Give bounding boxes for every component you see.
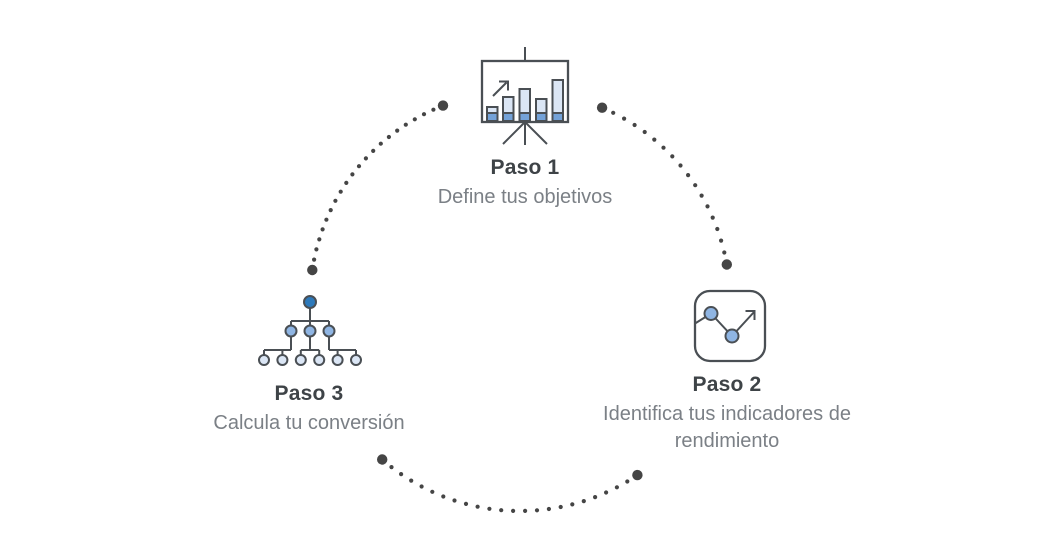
- arc-dot: [693, 183, 698, 188]
- conversion-tree-icon: [258, 295, 362, 366]
- arc-dot: [642, 129, 647, 135]
- step-paso-2: Paso 2 Identifica tus indicadores de ren…: [595, 372, 859, 455]
- arc-dot: [523, 508, 528, 513]
- arc-dot: [378, 141, 383, 146]
- arc-dot: [632, 122, 637, 128]
- arc-dot: [328, 208, 333, 213]
- arc-dot: [510, 508, 516, 513]
- arc-dot: [320, 227, 325, 232]
- arc-dot: [686, 173, 691, 178]
- arc-dot: [534, 508, 540, 513]
- step-subtitle: Calcula tu conversión: [213, 412, 405, 434]
- arc-dot: [632, 469, 643, 481]
- step-title: Paso 2: [692, 373, 762, 396]
- arc-dot: [409, 478, 414, 483]
- arc-dot: [570, 502, 575, 507]
- arc-dot: [581, 499, 586, 504]
- arc-dot: [403, 122, 408, 127]
- arc-dot: [705, 204, 710, 209]
- arc-dot: [499, 508, 504, 513]
- arc-dot: [441, 494, 446, 499]
- arc-dot: [412, 117, 417, 122]
- arc-dot: [721, 259, 732, 270]
- step-paso-1: Paso 1 Define tus objetivos: [365, 155, 685, 211]
- arc-dot: [431, 107, 436, 112]
- arc-dot: [312, 257, 317, 262]
- step-subtitle: Identifica tus indicadores de rendimient…: [603, 403, 851, 452]
- arc-dot: [377, 454, 388, 465]
- arc-dot: [386, 134, 391, 140]
- step-subtitle: Define tus objetivos: [437, 186, 613, 208]
- arc-dot: [452, 498, 457, 503]
- step-title: Paso 3: [274, 382, 344, 405]
- arc-dot: [487, 506, 492, 511]
- arc-dot: [614, 485, 620, 490]
- arc-dot: [430, 489, 435, 494]
- arc-dot: [546, 506, 552, 512]
- arc-dot: [604, 490, 609, 495]
- step-title: Paso 1: [490, 156, 560, 179]
- arc-dot: [710, 215, 715, 220]
- arc-dot: [463, 501, 469, 506]
- arc-dot: [314, 247, 319, 252]
- arc-dot: [719, 238, 724, 243]
- arc-dot: [722, 250, 727, 255]
- arc-dot: [625, 479, 630, 484]
- arc-dot: [699, 193, 704, 198]
- arc-dot: [670, 154, 675, 159]
- arc-dot: [437, 100, 449, 111]
- arc-dot: [371, 148, 376, 153]
- arc-dot: [363, 156, 368, 161]
- arc-dot: [678, 163, 683, 168]
- step-paso-3: Paso 3 Calcula tu conversión: [149, 381, 469, 437]
- arc-dot: [558, 504, 563, 510]
- arc-dot: [395, 128, 400, 133]
- arc-dot: [715, 226, 720, 232]
- arc-dot: [324, 217, 329, 222]
- arc-dot: [622, 116, 627, 121]
- arc-dot: [399, 472, 404, 477]
- arc-dot: [593, 495, 598, 500]
- arc-dot: [356, 164, 362, 169]
- arc-dot: [475, 504, 480, 509]
- arc-dot: [389, 465, 394, 470]
- arc-dot: [596, 102, 608, 113]
- arc-dot: [421, 112, 427, 117]
- arc-dot: [661, 145, 666, 150]
- arc-dot: [652, 137, 657, 142]
- arc-dot: [333, 198, 338, 203]
- arc-dot: [350, 172, 355, 177]
- line-chart-arrow-icon: [693, 289, 767, 363]
- arc-dot: [317, 237, 322, 242]
- arc-dot: [611, 110, 616, 115]
- arc-dot: [338, 189, 343, 194]
- arc-dot: [419, 484, 424, 489]
- presentation-bar-chart-icon: [480, 47, 570, 145]
- arc-dot: [307, 264, 318, 276]
- arc-dot: [344, 180, 349, 185]
